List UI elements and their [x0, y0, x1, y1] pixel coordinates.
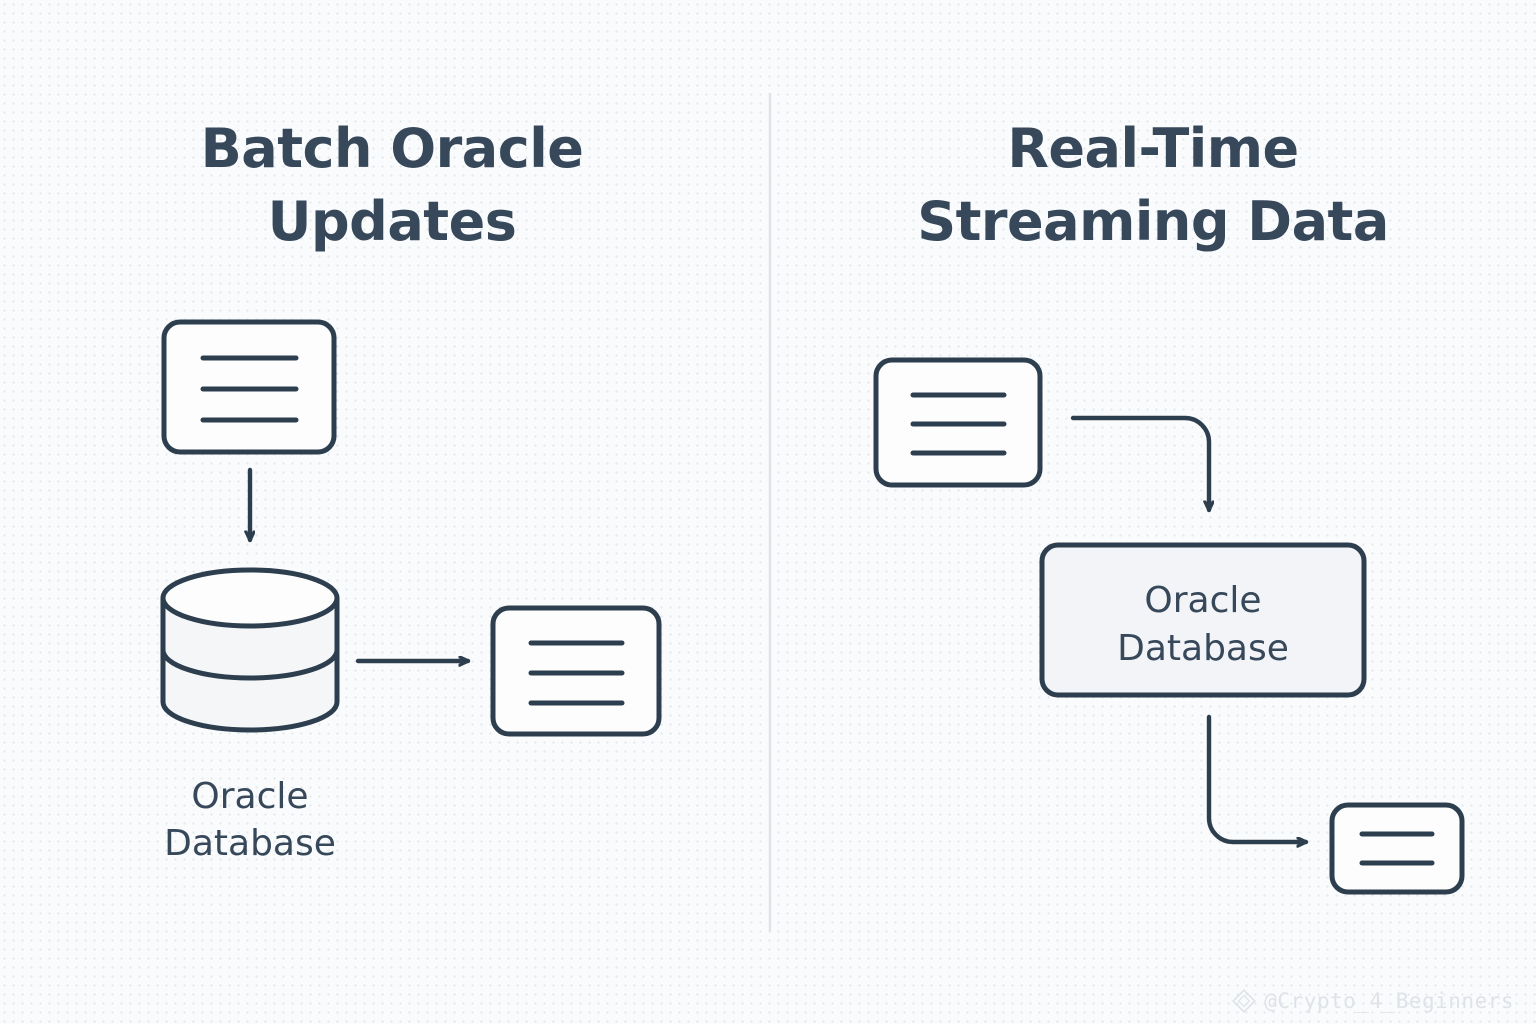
right-source-document-node[interactable]: [873, 357, 1043, 488]
document-icon[interactable]: [1329, 802, 1465, 895]
right-oracle-database-node[interactable]: Oracle Database: [1039, 542, 1367, 698]
panel-right-title-line-2: Streaming Data: [917, 190, 1389, 253]
diamond-logo-icon: [1232, 989, 1257, 1013]
watermark: @Crypto_4_Beginners: [1231, 988, 1514, 1014]
elbow-arrow-right-down-connector: [1070, 415, 1209, 513]
left-source-document-node[interactable]: [161, 319, 337, 455]
panel-left: Batch Oracle Updates Oracle Database: [160, 117, 662, 864]
panel-left-title-line-1: Batch Oracle: [201, 117, 584, 180]
panel-right: Real-Time Streaming Data Oracle Database: [873, 117, 1465, 895]
database-top-ellipse: [160, 567, 340, 629]
right-oracle-database-label-line-2: Database: [1117, 628, 1289, 669]
right-target-document-node[interactable]: [1329, 802, 1465, 895]
watermark-handle: @Crypto_4_Beginners: [1264, 989, 1514, 1013]
left-target-document-node[interactable]: [490, 605, 662, 737]
oracle-database-box[interactable]: [1039, 542, 1367, 698]
elbow-arrow-down-right-connector: [1206, 714, 1309, 842]
panel-left-title-line-2: Updates: [268, 190, 517, 253]
panel-right-title-line-1: Real-Time: [1007, 117, 1298, 180]
left-oracle-database-label-line-1: Oracle: [191, 776, 308, 817]
right-oracle-database-label-line-1: Oracle: [1144, 580, 1261, 621]
left-oracle-database-label-line-2: Database: [164, 823, 336, 864]
left-oracle-database-node[interactable]: Oracle Database: [160, 567, 340, 864]
database-cylinder-icon[interactable]: [160, 595, 340, 733]
database-band-divider: [160, 649, 340, 681]
